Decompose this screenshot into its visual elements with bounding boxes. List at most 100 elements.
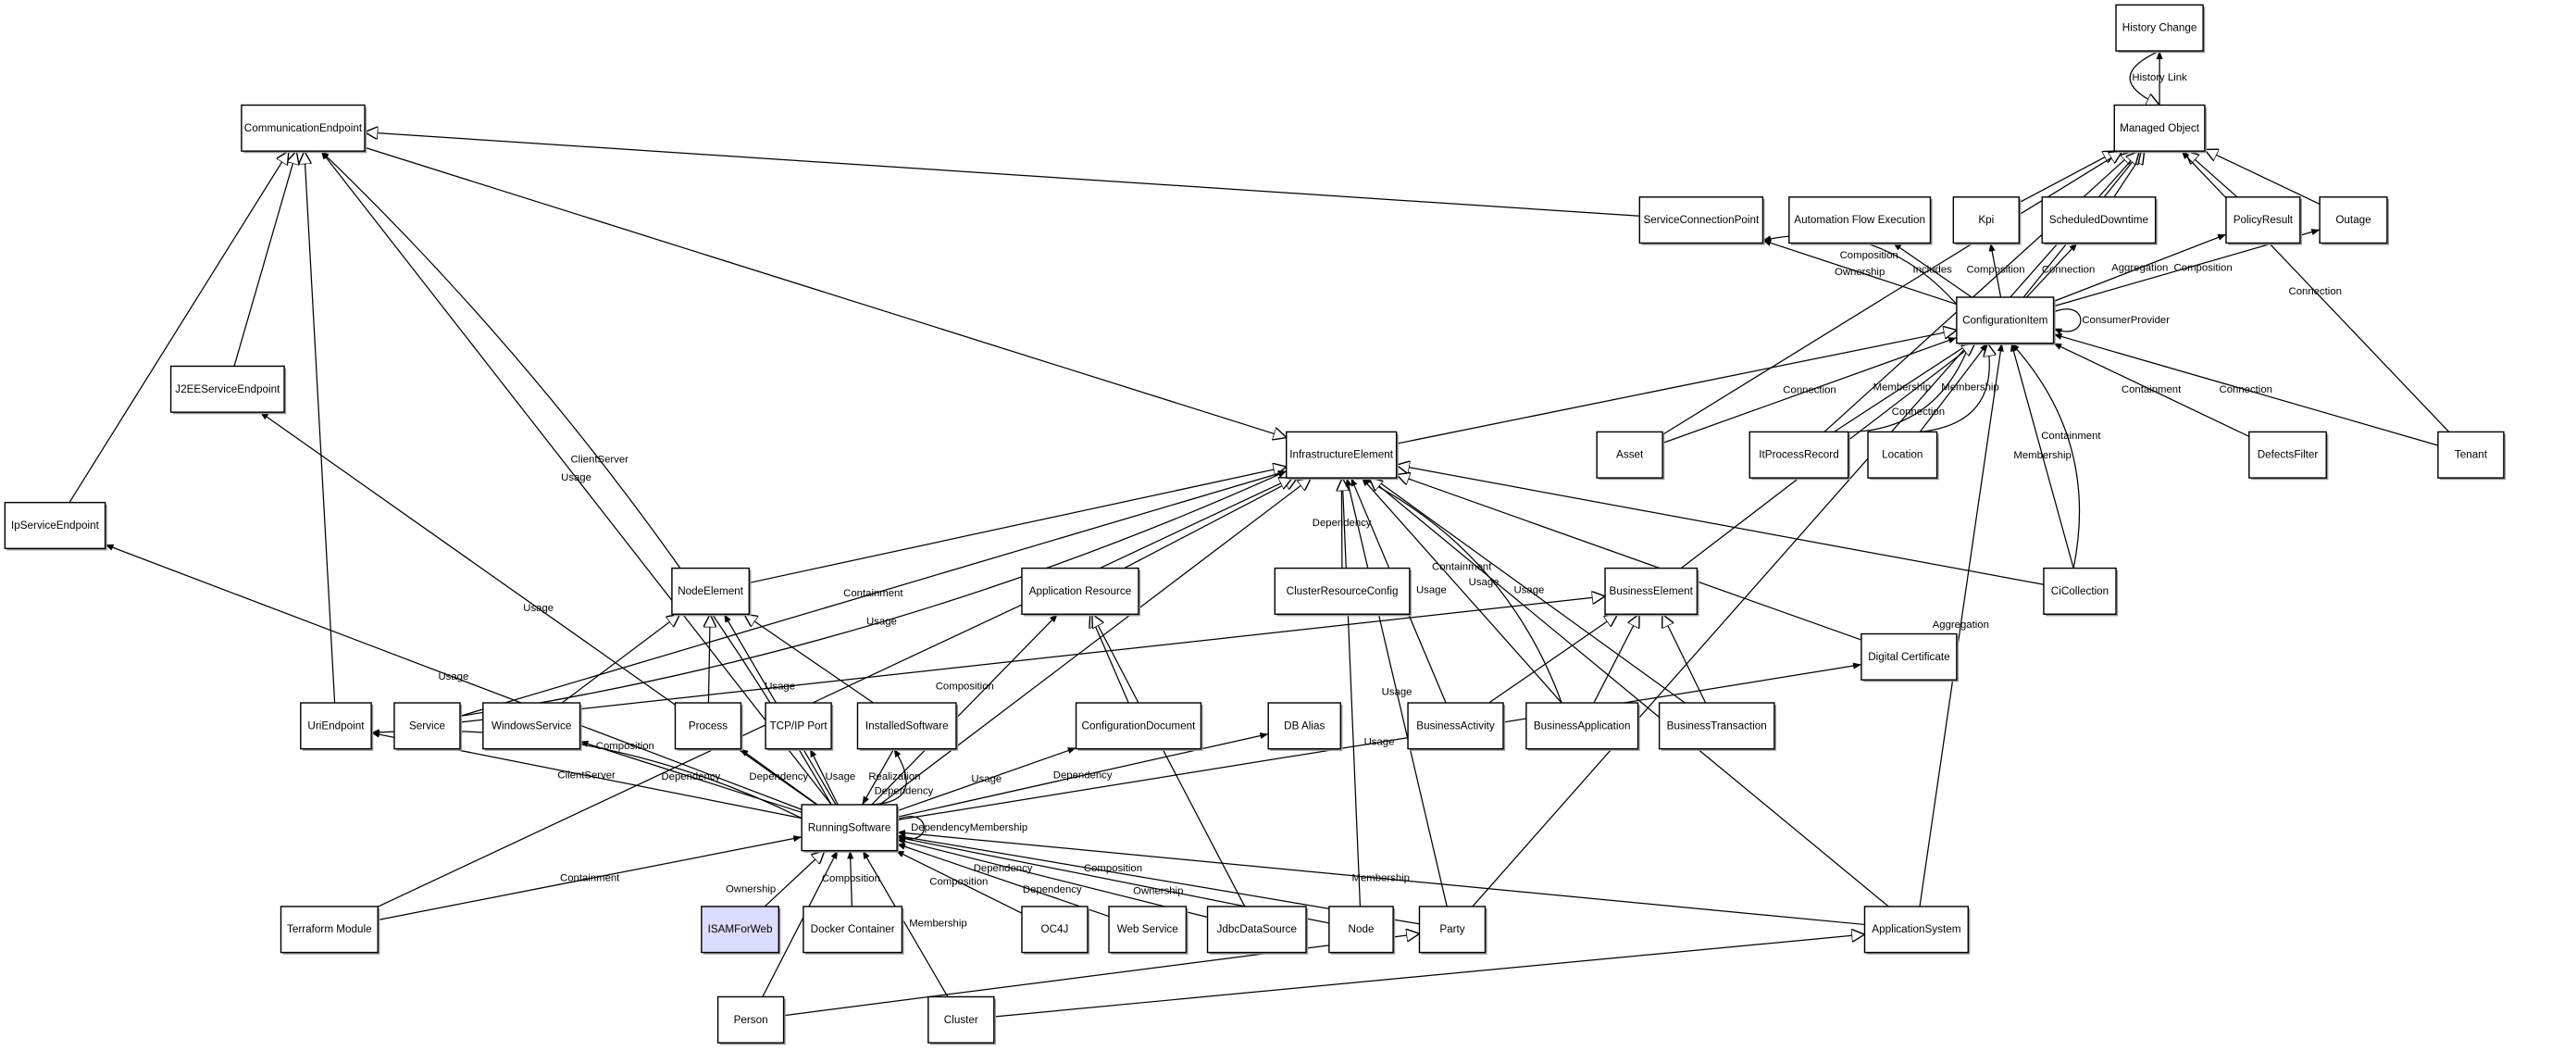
association-edge-business_transaction-to-infrastructure_element	[1373, 477, 1686, 704]
class-node-kpi[interactable]: Kpi	[1952, 196, 2022, 245]
class-node-j2ee-service-endpoint[interactable]: J2EEServiceEndpoint	[169, 365, 287, 415]
association-edge-tenant-to-managed_object	[2181, 150, 2450, 432]
generalization-edge-process-to-node_element	[708, 614, 710, 704]
class-node-jdbc-data-source[interactable]: JdbcDataSource	[1206, 906, 1309, 955]
node-box	[674, 702, 742, 750]
class-node-running-software[interactable]: RunningSoftware	[801, 804, 900, 853]
generalization-edge-kpi-to-managed_object	[2019, 151, 2116, 204]
generalization-edge-j2ee_service_endpoint-to-communication_endpoint	[233, 151, 296, 367]
class-node-tcpip-port[interactable]: TCP/IP Port	[765, 702, 834, 751]
class-node-ip-service-endpoint[interactable]: IpServiceEndpoint	[4, 501, 107, 551]
class-node-service[interactable]: Service	[393, 702, 463, 751]
node-box	[671, 567, 751, 615]
association-edge-docker_container-to-running_software	[847, 850, 854, 907]
class-node-ci-collection[interactable]: CiCollection	[2043, 567, 2119, 617]
class-node-infrastructure-element[interactable]: InfrastructureElement	[1286, 431, 1399, 481]
node-label: ScheduledDowntime	[2049, 214, 2148, 226]
node-label: J2EEServiceEndpoint	[175, 383, 280, 395]
class-node-isam-for-web[interactable]: ISAMForWeb	[701, 906, 781, 955]
class-node-location[interactable]: Location	[1867, 431, 1939, 481]
class-node-policy-result[interactable]: PolicyResult	[2225, 196, 2302, 245]
node-box	[2041, 196, 2157, 244]
edge-label: Ownership	[1835, 267, 1885, 278]
edge-label: DependencyMembership	[911, 822, 1027, 833]
node-box	[1604, 567, 1699, 615]
generalization-edge-uri_endpoint-to-communication_endpoint	[305, 151, 336, 704]
edge-label: Containment	[560, 873, 620, 884]
node-box	[856, 702, 957, 750]
class-node-node-element[interactable]: NodeElement	[671, 567, 752, 617]
edges-layer	[68, 50, 2450, 1018]
class-node-digital-certificate[interactable]: Digital Certificate	[1860, 632, 1960, 682]
class-node-business-activity[interactable]: BusinessActivity	[1407, 702, 1506, 751]
class-node-docker-container[interactable]: Docker Container	[803, 906, 904, 955]
class-node-application-resource[interactable]: Application Resource	[1021, 567, 1141, 617]
class-node-automation-flow-execution[interactable]: Automation Flow Execution	[1788, 196, 1933, 245]
class-node-business-element[interactable]: BusinessElement	[1604, 567, 1699, 617]
class-node-node[interactable]: Node	[1328, 906, 1396, 955]
class-node-business-application[interactable]: BusinessApplication	[1525, 702, 1640, 751]
class-node-communication-endpoint[interactable]: CommunicationEndpoint	[241, 104, 367, 154]
edge-label: Composition	[822, 873, 880, 884]
node-box	[2248, 431, 2327, 479]
class-node-defects-filter[interactable]: DefectsFilter	[2248, 431, 2329, 481]
node-box	[482, 702, 581, 750]
class-node-terraform-module[interactable]: Terraform Module	[280, 906, 380, 955]
generalization-edge-infrastructure_element-to-configuration_item	[1396, 330, 1957, 444]
generalization-edge-it_process_record-to-managed_object	[1823, 151, 2134, 432]
class-node-configuration-document[interactable]: ConfigurationDocument	[1075, 702, 1203, 751]
node-label: Party	[1439, 923, 1464, 935]
class-node-installed-software[interactable]: InstalledSoftware	[856, 702, 959, 751]
node-label: JdbcDataSource	[1217, 923, 1297, 935]
generalization-edge-application_system-to-infrastructure_element	[1369, 478, 1889, 907]
node-box	[801, 804, 898, 852]
class-node-cluster-resource-config[interactable]: ClusterResourceConfig	[1274, 567, 1412, 617]
generalization-edge-asset-to-managed_object	[1661, 151, 2122, 435]
node-box	[1274, 567, 1411, 615]
association-edge-location-to-configuration_item	[1919, 343, 1988, 432]
class-node-asset[interactable]: Asset	[1596, 431, 1665, 481]
class-node-history-change[interactable]: History Change	[2115, 4, 2206, 54]
edge-label: Dependency	[875, 786, 934, 797]
generalization-edge-node_element-to-infrastructure_element	[749, 467, 1286, 584]
edge-label: Realization	[868, 771, 920, 782]
node-box	[701, 906, 779, 954]
edge-label: Usage	[1469, 577, 1500, 588]
class-node-cluster[interactable]: Cluster	[927, 995, 996, 1045]
generalization-edge-terraform_module-to-infrastructure_element	[377, 478, 1292, 907]
edge-label: Usage	[523, 603, 554, 614]
node-box	[241, 104, 366, 152]
class-node-tenant[interactable]: Tenant	[2437, 431, 2507, 481]
node-box	[1407, 702, 1504, 750]
association-edge-party-to-infrastructure_element	[1345, 477, 1448, 907]
node-label: CiCollection	[2051, 585, 2109, 597]
association-edge-configuration_item-to-configuration_item	[2053, 308, 2082, 335]
class-node-business-transaction[interactable]: BusinessTransaction	[1658, 702, 1776, 751]
class-node-db-alias[interactable]: DB Alias	[1267, 702, 1343, 751]
class-node-application-system[interactable]: ApplicationSystem	[1863, 906, 1971, 955]
class-node-process[interactable]: Process	[674, 702, 743, 751]
node-label: Location	[1882, 449, 1923, 461]
class-node-windows-service[interactable]: WindowsService	[482, 702, 582, 751]
node-box	[2225, 196, 2301, 244]
node-label: UriEndpoint	[307, 719, 365, 732]
edge-label: Usage	[1364, 737, 1395, 748]
node-box	[1952, 196, 2021, 244]
class-node-person[interactable]: Person	[716, 995, 786, 1045]
class-node-outage[interactable]: Outage	[2319, 196, 2390, 245]
class-node-web-service[interactable]: Web Service	[1108, 906, 1188, 955]
edge-label: Dependency	[661, 771, 720, 782]
class-node-party[interactable]: Party	[1418, 906, 1487, 955]
edge-label: ClientServer	[570, 454, 628, 465]
class-node-configuration-item[interactable]: ConfigurationItem	[1956, 296, 2056, 345]
association-edge-configuration_item-to-automation_flow_execution	[1892, 242, 1972, 298]
node-box	[1021, 906, 1089, 954]
class-node-service-connection-point[interactable]: ServiceConnectionPoint	[1638, 196, 1765, 245]
class-node-managed-object[interactable]: Managed Object	[2113, 104, 2208, 154]
class-node-uri-endpoint[interactable]: UriEndpoint	[300, 702, 374, 751]
edge-label: Containment	[1432, 562, 1492, 573]
class-node-oc4j[interactable]: OC4J	[1021, 906, 1090, 955]
class-node-scheduled-downtime[interactable]: ScheduledDowntime	[2041, 196, 2158, 245]
class-node-it-process-record[interactable]: ItProcessRecord	[1748, 431, 1850, 481]
node-box	[1596, 431, 1663, 479]
